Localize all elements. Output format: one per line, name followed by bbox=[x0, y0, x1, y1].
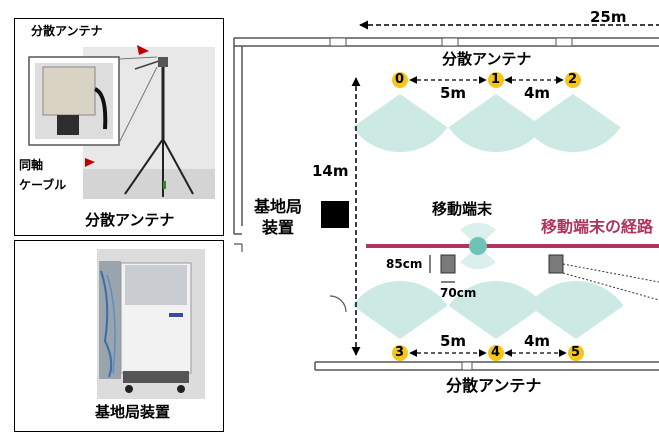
coax-cable-callout-label: 同軸 ケーブル bbox=[19, 158, 67, 192]
coverage-sector bbox=[352, 281, 448, 339]
width-dimension-label: 25m bbox=[590, 8, 627, 26]
coverage-sectors bbox=[352, 94, 624, 339]
antenna-marker bbox=[392, 72, 408, 88]
antenna-number-label: 2 bbox=[568, 72, 578, 87]
bottom-antenna-row-label: 分散アンテナ bbox=[446, 376, 542, 395]
antenna-marker bbox=[568, 345, 584, 361]
coverage-sector bbox=[448, 94, 544, 153]
base-station-label: 基地局 装置 bbox=[254, 197, 303, 237]
obstacle bbox=[548, 254, 564, 274]
door-opening bbox=[234, 243, 347, 313]
antenna-number-label: 0 bbox=[395, 72, 405, 87]
base-station-photo-caption: 基地局装置 bbox=[95, 403, 171, 421]
antenna-number-label: 5 bbox=[571, 345, 581, 360]
coverage-sector bbox=[525, 94, 621, 152]
obstacle-height-label: 85cm bbox=[386, 257, 423, 271]
spacing-label-top-0-1: 5m bbox=[440, 84, 467, 102]
antenna-marker bbox=[488, 345, 504, 361]
wall-column bbox=[555, 37, 573, 47]
base-station-photo bbox=[97, 249, 205, 399]
antenna-number-label: 4 bbox=[491, 345, 501, 360]
wall-column bbox=[441, 37, 459, 47]
antenna-callout-label: 分散アンテナ bbox=[31, 24, 103, 38]
spacing-label-top-1-2: 4m bbox=[524, 84, 551, 102]
leader-line bbox=[562, 263, 659, 283]
coverage-sector bbox=[448, 280, 544, 339]
wall-column bbox=[461, 361, 473, 371]
leader-line bbox=[562, 272, 659, 301]
antenna-photo bbox=[28, 45, 215, 199]
coverage-sector bbox=[352, 94, 448, 153]
antenna-markers bbox=[392, 72, 584, 361]
antenna-marker bbox=[488, 72, 504, 88]
top-antenna-row-label: 分散アンテナ bbox=[442, 50, 532, 68]
obstacle-width-label: 70cm bbox=[440, 286, 477, 300]
base-station-marker bbox=[321, 201, 349, 228]
obstacle bbox=[440, 254, 456, 274]
antenna-marker bbox=[392, 345, 408, 361]
mobile-terminal-label: 移動端末 bbox=[432, 200, 493, 218]
antenna-number-label: 1 bbox=[491, 72, 501, 87]
spacing-label-bottom-3-4: 5m bbox=[440, 332, 467, 350]
wall-column bbox=[329, 37, 347, 47]
antenna-photo-panel: 分散アンテナ 同軸 ケーブル 分散アンテナ bbox=[14, 18, 224, 236]
antenna-photo-caption: 分散アンテナ bbox=[85, 211, 175, 229]
base-station-photo-panel: 基地局装置 bbox=[14, 240, 224, 432]
coverage-sector bbox=[528, 281, 624, 339]
spacing-label-bottom-4-5: 4m bbox=[524, 332, 551, 350]
antenna-marker bbox=[565, 72, 581, 88]
terminal-beam bbox=[460, 222, 496, 246]
terminal-beam bbox=[460, 246, 496, 270]
wall-bottom bbox=[314, 361, 659, 371]
antenna-number-label: 3 bbox=[395, 345, 405, 360]
mobile-route-label: 移動端末の経路 bbox=[541, 219, 654, 235]
height-dimension-label: 14m bbox=[312, 162, 349, 180]
mobile-terminal-marker bbox=[469, 237, 487, 255]
